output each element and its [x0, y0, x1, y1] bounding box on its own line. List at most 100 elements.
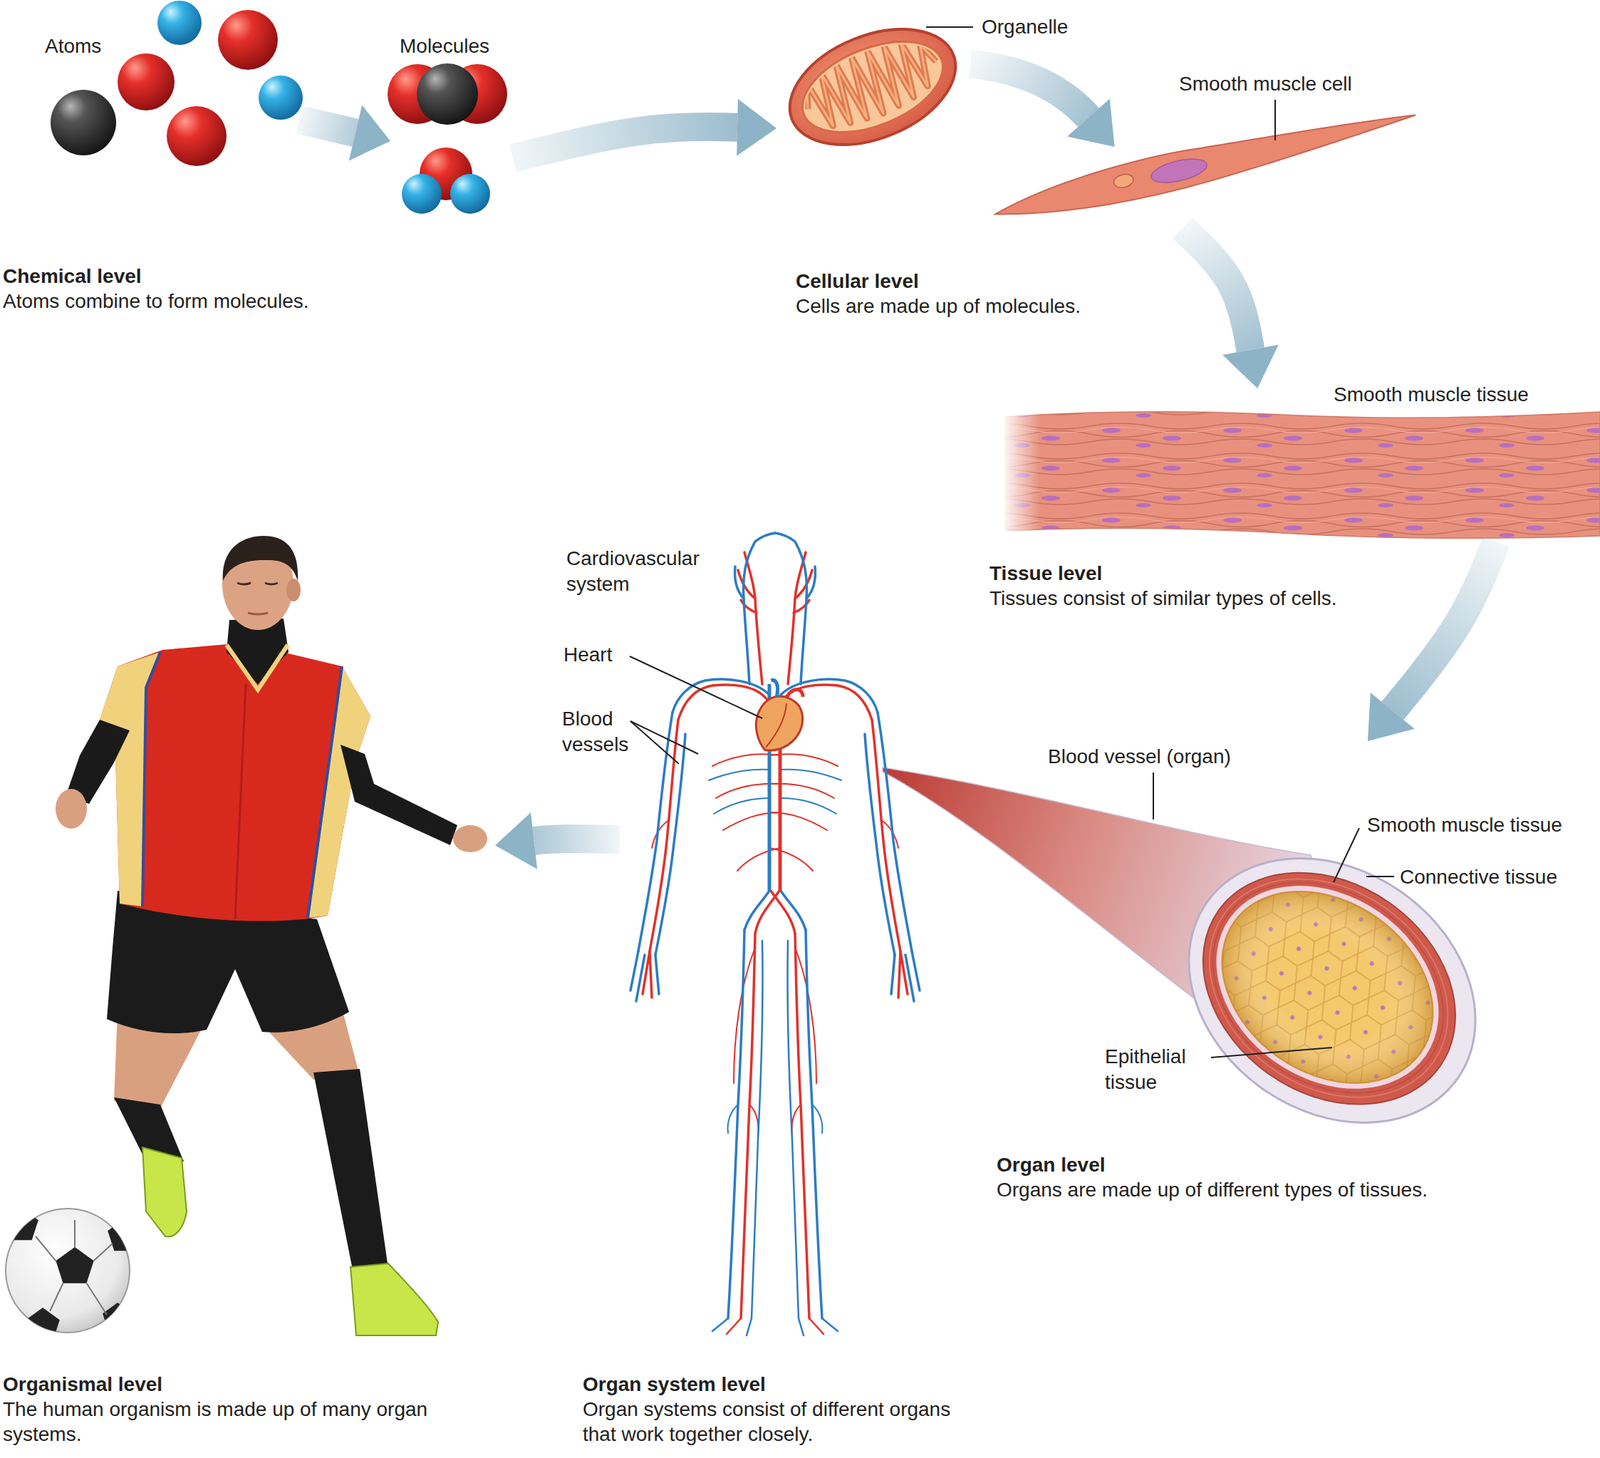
vessels-left — [630, 532, 781, 1335]
arrow-shaft — [1182, 227, 1251, 350]
level-text: Cellular levelCells are made up of molec… — [795, 268, 1295, 319]
atoms-part — [217, 9, 278, 70]
soccer-ball-part-part — [55, 1246, 94, 1283]
muscle-tissue-part — [1000, 406, 1041, 542]
atoms-part — [117, 53, 175, 111]
soccer-ball — [4, 1207, 142, 1340]
level-text: Chemical levelAtoms combine to form mole… — [2, 263, 502, 314]
soccer-player-part — [99, 651, 161, 907]
level-region: Tissue levelTissues consist of similar t… — [989, 388, 1600, 542]
cardiovascular-figure-part-part — [745, 688, 810, 760]
smooth-muscle-cell-part — [1112, 172, 1135, 190]
part-label: Smooth muscle tissue — [1367, 812, 1563, 838]
soccer-player-part — [235, 683, 246, 919]
arrow-shaft — [512, 126, 738, 159]
small-arrow-part — [970, 64, 1089, 118]
muscle-tissue-part — [1005, 411, 1600, 539]
soccer-player-part — [99, 642, 371, 922]
arrow-head — [1367, 692, 1415, 741]
part-label: Smooth muscle cell — [1178, 71, 1353, 97]
soccer-player-part — [142, 1146, 187, 1236]
small-arrow-part — [1067, 98, 1115, 147]
smooth-muscle-cell — [990, 96, 1420, 232]
part-label: Cardiovascular system — [566, 545, 727, 598]
small-arrow-part — [349, 105, 391, 161]
mitochondrion — [772, 7, 973, 168]
blood-vessel-part-part — [1185, 851, 1471, 1122]
soccer-player-part — [350, 1263, 439, 1335]
atoms — [50, 0, 303, 166]
soccer-ball-part-part — [107, 1218, 142, 1251]
soccer-ball-part-part — [35, 1219, 113, 1315]
smooth-muscle-cell-part — [990, 96, 1420, 232]
blood-vessel-part — [1137, 803, 1527, 1177]
leader-line — [630, 720, 679, 764]
level-description: Atoms combine to form molecules. — [2, 288, 502, 314]
arrow-shaft — [1392, 541, 1497, 711]
level-heading: Tissue level — [989, 560, 1574, 586]
leader-line — [1274, 99, 1276, 141]
part-label: Organelle — [981, 14, 1068, 40]
soccer-player-part — [340, 744, 458, 845]
smooth-muscle-cell-part — [1149, 154, 1209, 188]
leader-line — [1366, 875, 1395, 877]
level-heading: Chemical level — [2, 263, 502, 289]
cardiovascular-figure-part-part — [765, 678, 783, 697]
soccer-player-part — [453, 824, 488, 853]
molecules-part — [401, 173, 442, 214]
soccer-player-part — [222, 535, 298, 581]
soccer-ball-part-part — [25, 1307, 60, 1340]
cardiovascular-figure-part-part — [787, 686, 805, 703]
leader-line — [630, 720, 699, 754]
level-description: Organs are made up of different types of… — [996, 1176, 1581, 1202]
molecules-part — [416, 63, 479, 125]
leader-line — [629, 656, 763, 719]
part-label: Molecules — [399, 33, 490, 60]
mitochondrion-part-part — [795, 28, 947, 139]
soccer-player-part — [55, 788, 87, 829]
mitochondrion-part — [772, 7, 973, 168]
soccer-player — [55, 535, 488, 1335]
level-heading: Organismal level — [2, 1371, 466, 1397]
level-description: Tissues consist of similar types of cell… — [989, 585, 1574, 611]
mitochondrion-part — [795, 28, 947, 139]
level-text: Organismal levelThe human organism is ma… — [2, 1371, 466, 1447]
leader-line — [926, 26, 974, 28]
soccer-player-part — [286, 578, 301, 602]
atoms-part — [166, 106, 227, 166]
leader-line — [1211, 1047, 1333, 1058]
small-arrow-part — [299, 119, 356, 134]
level-region: Organismal levelThe human organism is ma… — [0, 527, 496, 1347]
level-arrow — [1182, 227, 1279, 389]
cardiovascular-figure — [630, 532, 920, 1335]
soccer-player-part — [313, 1068, 389, 1270]
level-text: Organ system levelOrgan systems consist … — [582, 1371, 954, 1447]
soccer-player-part — [237, 582, 278, 585]
blood-vessel-part-part — [1137, 803, 1527, 1177]
arrow-head — [495, 812, 538, 869]
level-region: Organ system levelOrgan systems consist … — [619, 527, 927, 1347]
level-arrow — [1367, 541, 1496, 741]
small-arrow — [970, 64, 1115, 147]
level-arrow — [495, 812, 620, 869]
soccer-player-part — [226, 644, 288, 690]
level-heading: Cellular level — [795, 268, 1295, 294]
leader-line — [1152, 772, 1155, 820]
level-region: Cellular levelCells are made up of molec… — [776, 7, 1425, 228]
soccer-player-part — [247, 612, 268, 615]
atoms-part — [50, 89, 117, 156]
part-label: Blood vessel (organ) — [1047, 743, 1231, 770]
level-region: Organ levelOrgans are made up of differe… — [996, 740, 1600, 1140]
arrow-head — [1222, 344, 1279, 389]
level-arrow — [512, 99, 777, 159]
atoms-part — [258, 75, 303, 120]
mitochondrion-part — [789, 23, 956, 151]
level-description: Cells are made up of molecules. — [795, 293, 1295, 319]
leader-line — [1333, 827, 1360, 882]
part-label: Atoms — [44, 33, 102, 60]
mitochondrion-part-part — [795, 28, 947, 139]
soccer-ball-part — [4, 1207, 142, 1340]
